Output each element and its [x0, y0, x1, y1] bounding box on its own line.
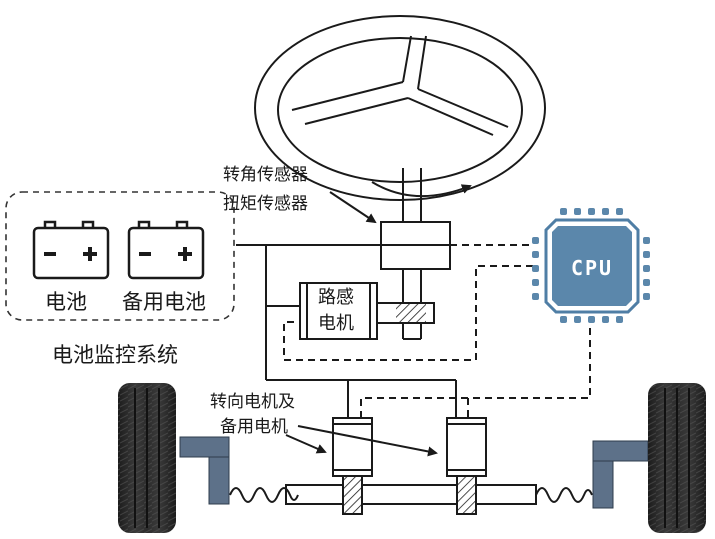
cpu-pins — [532, 208, 650, 323]
steering-motor-label-line1: 转向电机及 — [210, 392, 295, 412]
tie-rod-spring-right — [535, 487, 593, 503]
tire-left — [118, 383, 176, 533]
battery-positive-icon — [83, 247, 97, 261]
cpu-label: CPU — [571, 256, 613, 280]
battery-icon — [32, 220, 110, 280]
steering-knuckle-left — [179, 436, 230, 505]
backup-battery-label: 备用电池 — [122, 290, 206, 314]
battery-label: 电池 — [45, 290, 87, 314]
tire-right — [648, 383, 706, 533]
pinion-left — [342, 475, 363, 515]
steering-knuckle-right — [592, 440, 649, 509]
steering-motor-label-line2: 备用电机 — [220, 417, 288, 437]
cpu-core — [552, 226, 632, 306]
steering-wheel-spoke-top — [402, 35, 427, 90]
steering-wheel-outer-rim — [254, 15, 546, 201]
tie-rod-spring-left — [229, 487, 299, 503]
steering-rack — [285, 484, 537, 505]
steering-motor-right — [446, 417, 487, 477]
worm-gear — [376, 302, 435, 324]
road-feel-motor-label-line1: 路感 — [318, 287, 354, 308]
torque-sensor-label: 扭矩传感器 — [223, 194, 308, 214]
steering-wheel-spoke-left — [291, 81, 409, 125]
backup-battery-icon — [127, 220, 205, 280]
power-wiring — [236, 244, 457, 418]
sensor-pointer-arrow — [329, 191, 377, 224]
rotation-arrow — [371, 181, 472, 198]
steering-motor-left — [332, 417, 373, 477]
motor-pointer-arrow-left — [285, 434, 327, 454]
cpu-chip: CPU — [532, 208, 650, 323]
steering-wheel-spoke-right — [407, 88, 509, 136]
steering-wheel — [254, 15, 546, 201]
angle-sensor-label: 转角传感器 — [223, 165, 308, 185]
pinion-right — [456, 475, 477, 515]
steering-wheel-inner-rim — [277, 37, 523, 183]
motor-pointer-arrow-right — [297, 425, 438, 457]
signal-wiring — [283, 244, 591, 418]
road-feel-motor — [299, 282, 378, 340]
road-feel-motor-label-line2: 电机 — [318, 313, 354, 334]
backup-battery-positive-icon — [178, 247, 192, 261]
battery-monitor-boundary — [5, 191, 235, 321]
battery-monitor-label: 电池监控系统 — [52, 343, 178, 367]
